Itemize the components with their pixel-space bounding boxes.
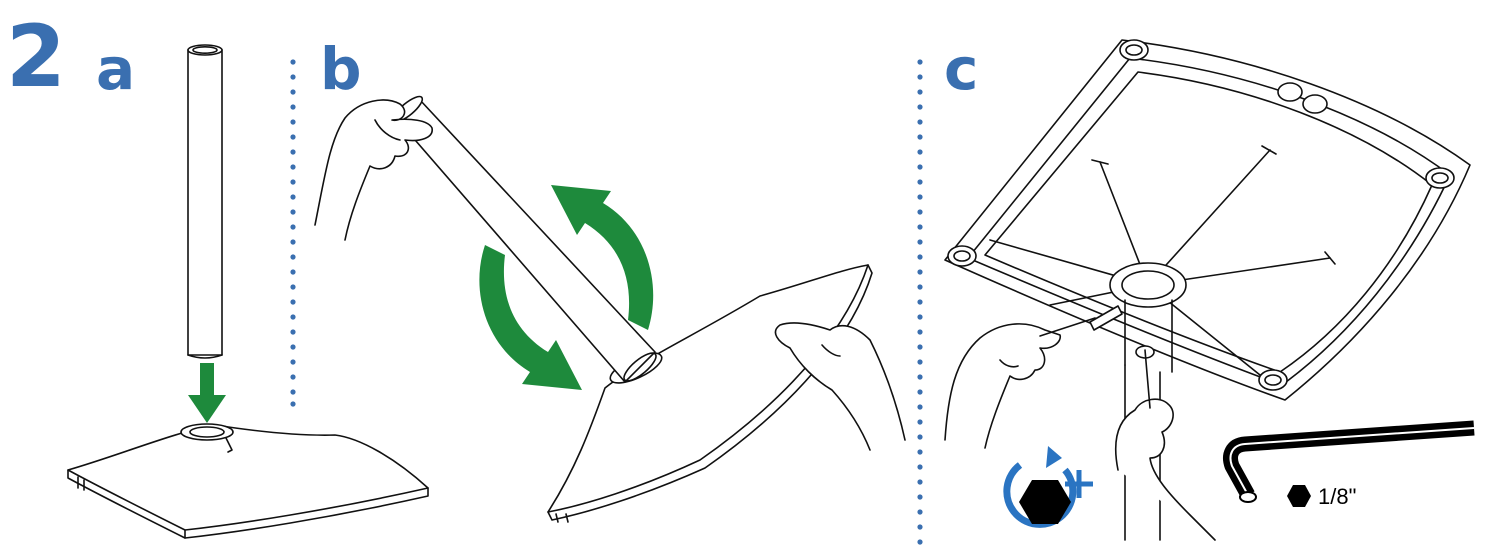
hex-key-size-label: 1/8" (1318, 484, 1357, 509)
stand-base-a (67, 423, 429, 539)
hand-left-b (314, 99, 433, 241)
hex-key-icon (1223, 420, 1475, 503)
stand-tube-a (187, 44, 223, 359)
hand-right-b (774, 322, 906, 451)
step-number: 2 (6, 7, 66, 107)
panel-b-artwork (314, 95, 906, 523)
hand-left-c (944, 317, 1096, 449)
panel-a-artwork (67, 44, 429, 539)
panel-c-label: c (944, 35, 979, 103)
hex-socket-icon (1287, 485, 1311, 507)
tabletop-underside (944, 39, 1471, 401)
divider-dotted-right (917, 59, 923, 545)
panel-b-label: b (320, 35, 362, 103)
panel-a-label: a (96, 35, 136, 103)
panel-c-artwork (944, 39, 1475, 541)
rotate-arrows-icon (479, 185, 654, 390)
divider-dotted-left (290, 59, 296, 407)
tighten-clockwise-icon (1003, 446, 1093, 528)
hand-right-c (1114, 349, 1216, 541)
down-arrow-icon (188, 363, 226, 423)
